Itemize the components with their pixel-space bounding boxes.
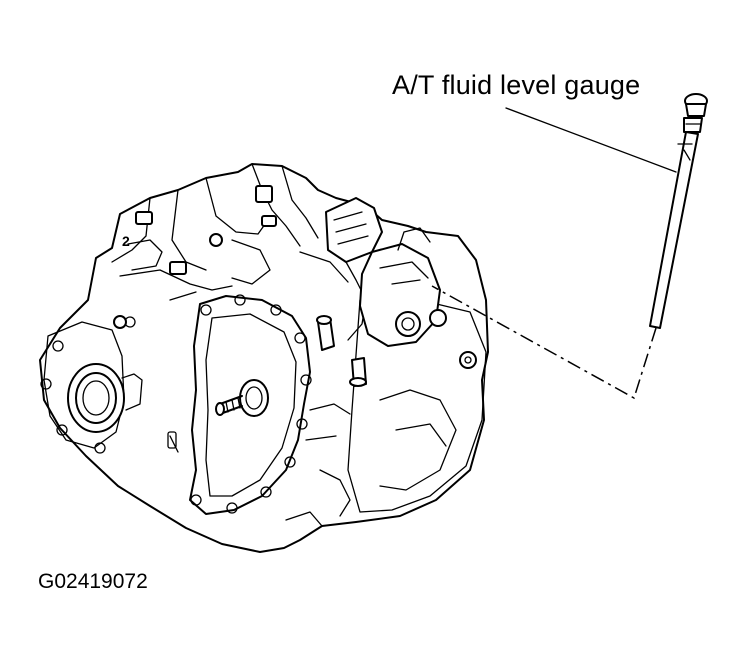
fluid-level-gauge xyxy=(649,93,708,329)
callout-leader-line xyxy=(505,107,677,173)
gauge-callout-label: A/T fluid level gauge xyxy=(392,70,641,100)
gauge-shaft xyxy=(649,131,699,329)
casting-mark: 2 xyxy=(122,233,130,249)
top-bolts xyxy=(113,185,277,329)
vent-pipes xyxy=(316,315,367,387)
solenoid-assembly xyxy=(325,197,477,369)
bell-housing xyxy=(189,295,311,515)
rear-housing xyxy=(347,299,487,513)
figure-id: G02419072 xyxy=(38,570,148,593)
lower-detail xyxy=(167,403,351,527)
differential-housing xyxy=(40,316,143,454)
input-shaft xyxy=(215,379,269,417)
bolt-bosses xyxy=(190,294,312,514)
transaxle-assembly: 2 xyxy=(39,163,489,553)
installation-guide-line xyxy=(431,285,657,400)
